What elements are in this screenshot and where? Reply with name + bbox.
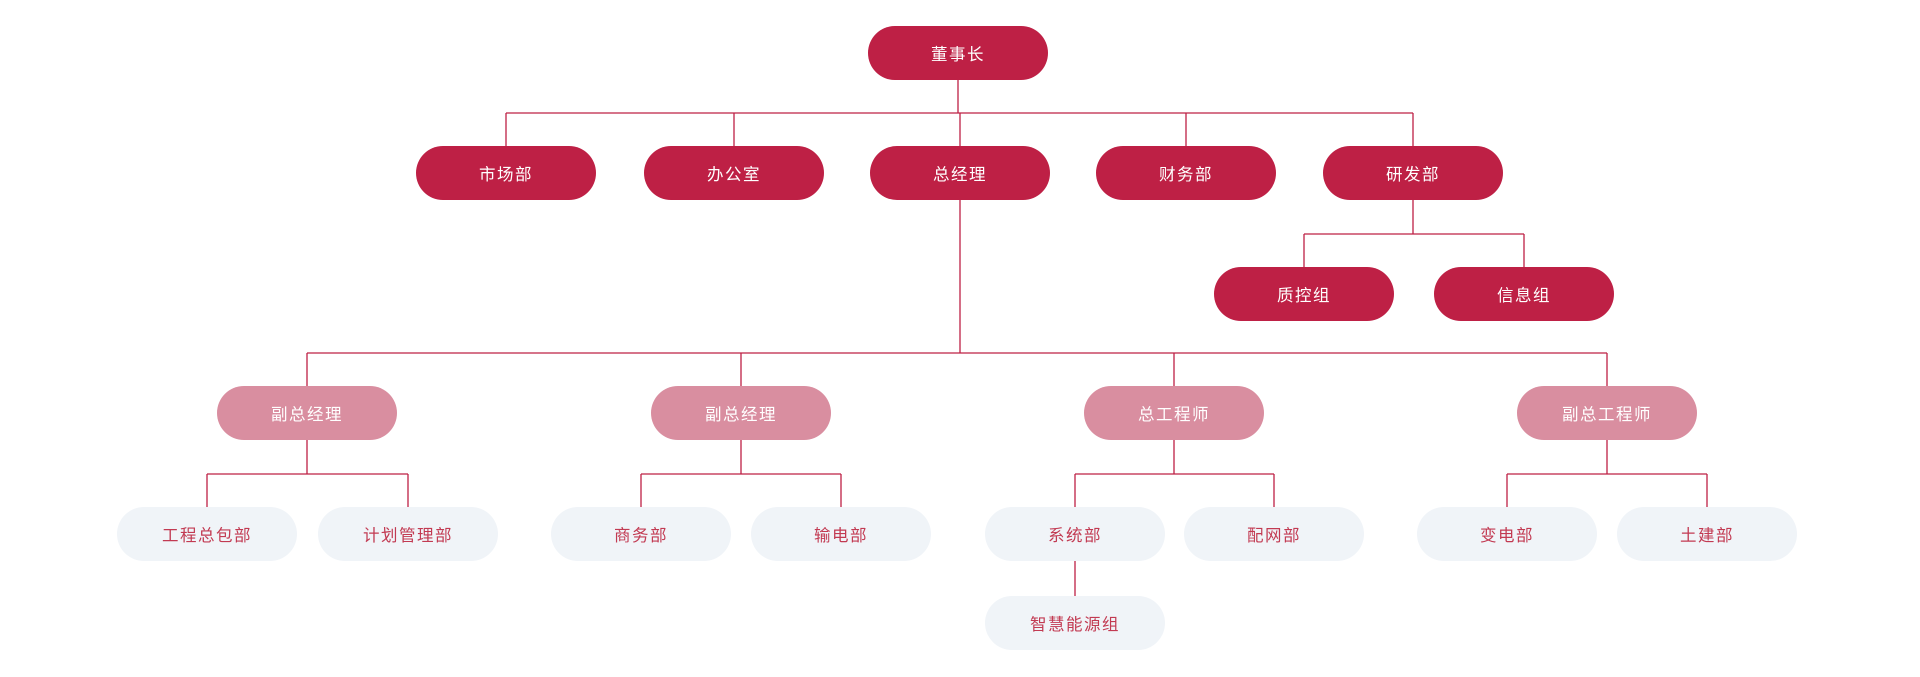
org-node-label: 变电部: [1480, 527, 1534, 545]
org-node-quality-control-group[interactable]: 质控组: [1214, 267, 1394, 321]
org-node-label: 计划管理部: [363, 527, 453, 545]
org-node-label: 信息组: [1497, 287, 1551, 305]
org-node-general-manager[interactable]: 总经理: [870, 146, 1050, 200]
org-connector-path: [206, 80, 1708, 596]
org-node-label: 总经理: [933, 166, 987, 184]
org-node-finance-dept[interactable]: 财务部: [1096, 146, 1276, 200]
org-node-commerce-dept[interactable]: 商务部: [551, 507, 731, 561]
org-node-label: 副总工程师: [1562, 406, 1652, 424]
org-node-chairman[interactable]: 董事长: [868, 26, 1048, 80]
org-node-label: 董事长: [931, 46, 985, 64]
org-node-label: 配网部: [1247, 527, 1301, 545]
org-node-smart-energy-group[interactable]: 智慧能源组: [985, 596, 1165, 650]
org-node-information-group[interactable]: 信息组: [1434, 267, 1614, 321]
org-node-distribution-dept[interactable]: 配网部: [1184, 507, 1364, 561]
org-node-label: 研发部: [1386, 166, 1440, 184]
org-node-substation-dept[interactable]: 变电部: [1417, 507, 1597, 561]
org-node-label: 土建部: [1680, 527, 1734, 545]
org-node-civil-dept[interactable]: 土建部: [1617, 507, 1797, 561]
org-node-system-dept[interactable]: 系统部: [985, 507, 1165, 561]
org-node-label: 工程总包部: [162, 527, 252, 545]
org-node-deputy-gm-2[interactable]: 副总经理: [651, 386, 831, 440]
org-node-transmission-dept[interactable]: 输电部: [751, 507, 931, 561]
org-node-label: 副总经理: [271, 406, 343, 424]
org-node-label: 质控组: [1277, 287, 1331, 305]
org-node-epc-dept[interactable]: 工程总包部: [117, 507, 297, 561]
org-node-label: 输电部: [814, 527, 868, 545]
org-node-label: 办公室: [707, 166, 761, 184]
org-node-deputy-chief-engineer[interactable]: 副总工程师: [1517, 386, 1697, 440]
org-node-rnd-dept[interactable]: 研发部: [1323, 146, 1503, 200]
org-node-label: 系统部: [1048, 527, 1102, 545]
org-node-deputy-gm-1[interactable]: 副总经理: [217, 386, 397, 440]
org-node-label: 总工程师: [1138, 406, 1210, 424]
org-node-label: 财务部: [1159, 166, 1213, 184]
org-node-label: 智慧能源组: [1030, 616, 1120, 634]
org-node-planning-dept[interactable]: 计划管理部: [318, 507, 498, 561]
org-node-chief-engineer[interactable]: 总工程师: [1084, 386, 1264, 440]
org-node-label: 市场部: [479, 166, 533, 184]
org-node-label: 商务部: [614, 527, 668, 545]
org-node-office[interactable]: 办公室: [644, 146, 824, 200]
org-node-label: 副总经理: [705, 406, 777, 424]
org-node-marketing-dept[interactable]: 市场部: [416, 146, 596, 200]
